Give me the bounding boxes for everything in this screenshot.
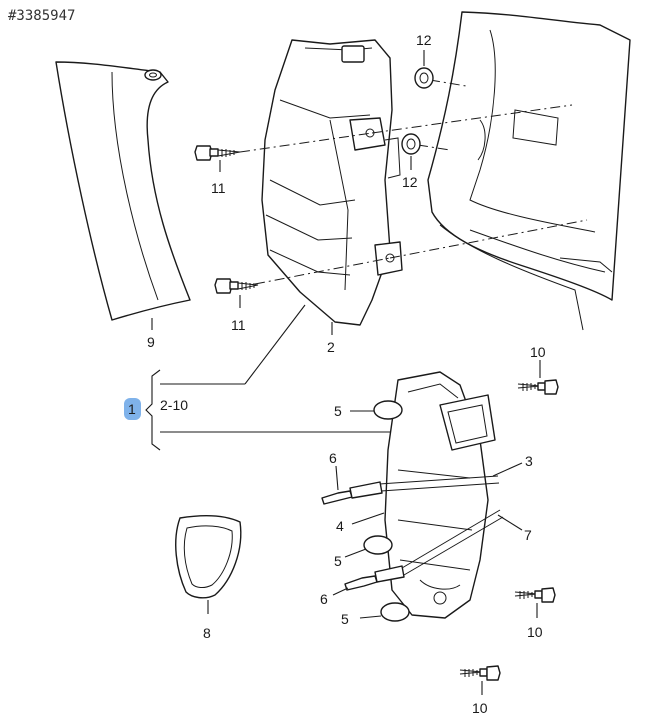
label-part-6-upper: 6 <box>329 450 337 466</box>
group-number: 1 <box>128 401 136 417</box>
screw-part-10-bottom[interactable] <box>459 665 501 681</box>
label-part-8: 8 <box>203 625 211 641</box>
label-part-5-middle: 5 <box>334 553 342 569</box>
label-part-10-bottom: 10 <box>472 700 488 716</box>
label-part-5-lower: 5 <box>341 611 349 627</box>
label-part-7: 7 <box>524 527 532 543</box>
bulb-part-6-upper[interactable] <box>321 475 500 505</box>
label-part-12-upper: 12 <box>416 32 432 48</box>
screw-part-10-middle[interactable] <box>514 587 556 603</box>
bulb-socket-part-5-upper[interactable] <box>373 400 403 420</box>
clip-part-12-lower[interactable] <box>401 133 421 155</box>
lamp-carrier-part-4[interactable] <box>384 371 496 619</box>
body-panel <box>427 11 631 331</box>
bulb-socket-part-5-lower[interactable] <box>380 602 410 622</box>
assembly-line-lower <box>254 257 391 285</box>
label-part-10-middle: 10 <box>527 624 543 640</box>
screw-part-11-upper[interactable] <box>194 145 241 161</box>
screw-part-10-top[interactable] <box>517 379 559 395</box>
label-part-11-upper: 11 <box>211 180 226 196</box>
bulb-socket-part-5-middle[interactable] <box>363 535 393 555</box>
label-part-6-lower: 6 <box>320 591 328 607</box>
label-part-2: 2 <box>327 339 335 355</box>
clip-part-12-upper[interactable] <box>414 67 434 89</box>
label-part-3: 3 <box>525 453 533 469</box>
gasket-part-8[interactable] <box>175 514 242 599</box>
label-part-11-lower: 11 <box>231 317 246 333</box>
label-part-12-lower: 12 <box>402 174 418 190</box>
trim-panel-part-9[interactable] <box>55 61 191 321</box>
assembly-line-upper <box>239 132 373 153</box>
diagram-id: #3385947 <box>8 8 75 24</box>
bulb-part-6-lower[interactable] <box>344 509 504 591</box>
label-part-5-upper: 5 <box>334 403 342 419</box>
label-part-9: 9 <box>147 334 155 350</box>
tail-light-housing-part-2[interactable] <box>261 39 403 326</box>
label-part-4: 4 <box>336 518 344 534</box>
group-range: 2-10 <box>160 397 188 413</box>
label-part-10-top: 10 <box>530 344 546 360</box>
group-highlight-marker[interactable] <box>124 398 141 420</box>
group-bracket <box>145 304 390 451</box>
screw-part-11-lower[interactable] <box>214 278 259 294</box>
